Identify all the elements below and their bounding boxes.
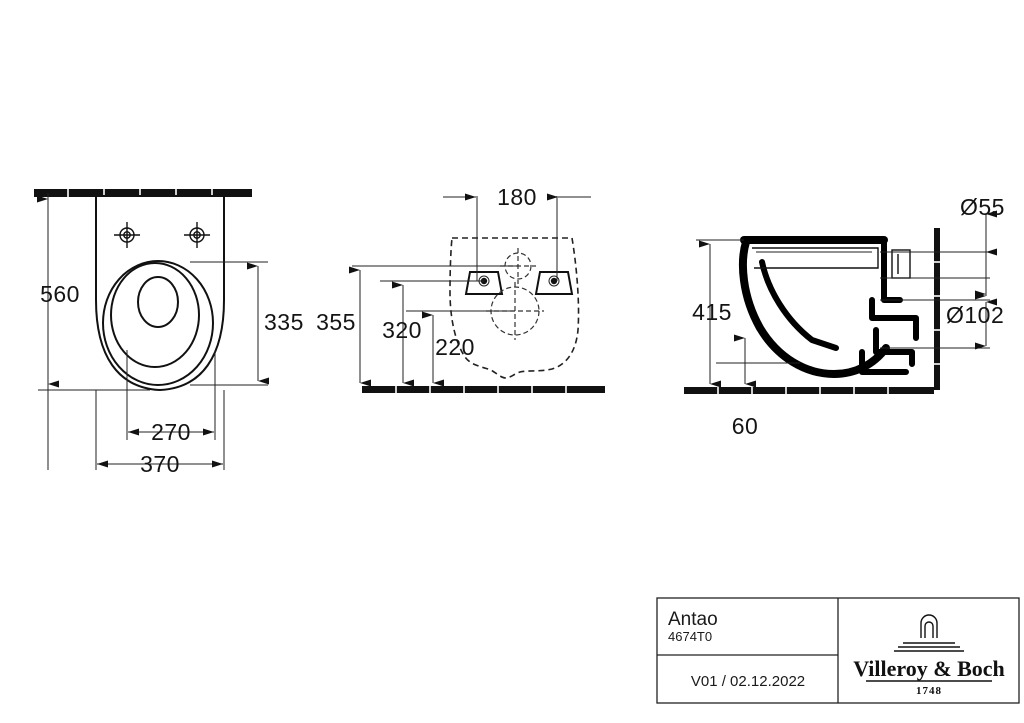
article-number: 4674T0 bbox=[668, 629, 712, 644]
arch-icon bbox=[920, 614, 938, 638]
dimension-dia-102: Ø102 bbox=[946, 298, 1004, 350]
dimension-560-label: 560 bbox=[40, 281, 80, 307]
revision-date: V01 / 02.12.2022 bbox=[691, 673, 805, 690]
product-name: Antao bbox=[668, 609, 718, 630]
brand-name: Villeroy & Boch bbox=[853, 656, 1005, 681]
dimension-355: 355 bbox=[316, 266, 371, 387]
dimension-370-label: 370 bbox=[140, 451, 180, 477]
brand-logo bbox=[894, 614, 964, 652]
side-outlet-foot bbox=[859, 349, 909, 375]
dimension-dia-55-label: Ø55 bbox=[960, 194, 1005, 220]
dimension-dia-102-label: Ø102 bbox=[946, 302, 1004, 328]
side-bowl-inner-rib bbox=[759, 259, 839, 351]
plan-view: 560 335 270 370 bbox=[34, 189, 304, 477]
dimension-60: 60 bbox=[732, 334, 759, 439]
side-inlet-port bbox=[891, 249, 911, 279]
side-wall-line bbox=[934, 228, 940, 390]
dimension-220-label: 220 bbox=[435, 334, 475, 360]
plan-bowl-opening bbox=[110, 262, 200, 368]
side-outlet-neck bbox=[869, 297, 919, 341]
dimension-415: 415 bbox=[692, 240, 732, 388]
plan-bolt-hole-right bbox=[184, 222, 210, 248]
side-floor-line bbox=[684, 387, 934, 394]
front-bolt-pad-right bbox=[534, 271, 574, 295]
dimension-180-label: 180 bbox=[497, 184, 537, 210]
front-view: 180 355 320 220 bbox=[316, 184, 605, 393]
front-body-outline bbox=[449, 237, 580, 379]
side-outlet-lower bbox=[873, 327, 915, 367]
brand-year: 1748 bbox=[916, 685, 942, 697]
dimension-320-label: 320 bbox=[382, 317, 422, 343]
dimension-270: 270 bbox=[128, 419, 214, 445]
side-rim-inner-line bbox=[752, 247, 879, 269]
dimension-270-label: 270 bbox=[151, 419, 191, 445]
dimension-370: 370 bbox=[97, 451, 223, 477]
front-floor-line bbox=[362, 386, 605, 393]
dimension-335-label: 335 bbox=[264, 309, 304, 335]
dimension-355-label: 355 bbox=[316, 309, 356, 335]
plan-seat-ring bbox=[102, 260, 214, 386]
dimension-335: 335 bbox=[247, 262, 304, 385]
dimension-dia-55: Ø55 bbox=[960, 194, 1005, 300]
plan-water-spot bbox=[137, 276, 179, 328]
plan-bolt-hole-left bbox=[114, 222, 140, 248]
front-bolt-pad-left bbox=[464, 271, 504, 295]
dimension-320: 320 bbox=[382, 281, 422, 387]
dimension-220: 220 bbox=[422, 311, 475, 387]
dimension-60-label: 60 bbox=[732, 413, 759, 439]
dimension-180: 180 bbox=[443, 184, 591, 210]
plan-pan-outline bbox=[95, 195, 225, 392]
title-block: Antao 4674T0 V01 / 02.12.2022 Villeroy &… bbox=[656, 597, 1020, 704]
dimension-560: 560 bbox=[37, 195, 80, 388]
side-view: 415 60 Ø55 Ø102 bbox=[684, 194, 1005, 439]
dimension-415-label: 415 bbox=[692, 299, 732, 325]
